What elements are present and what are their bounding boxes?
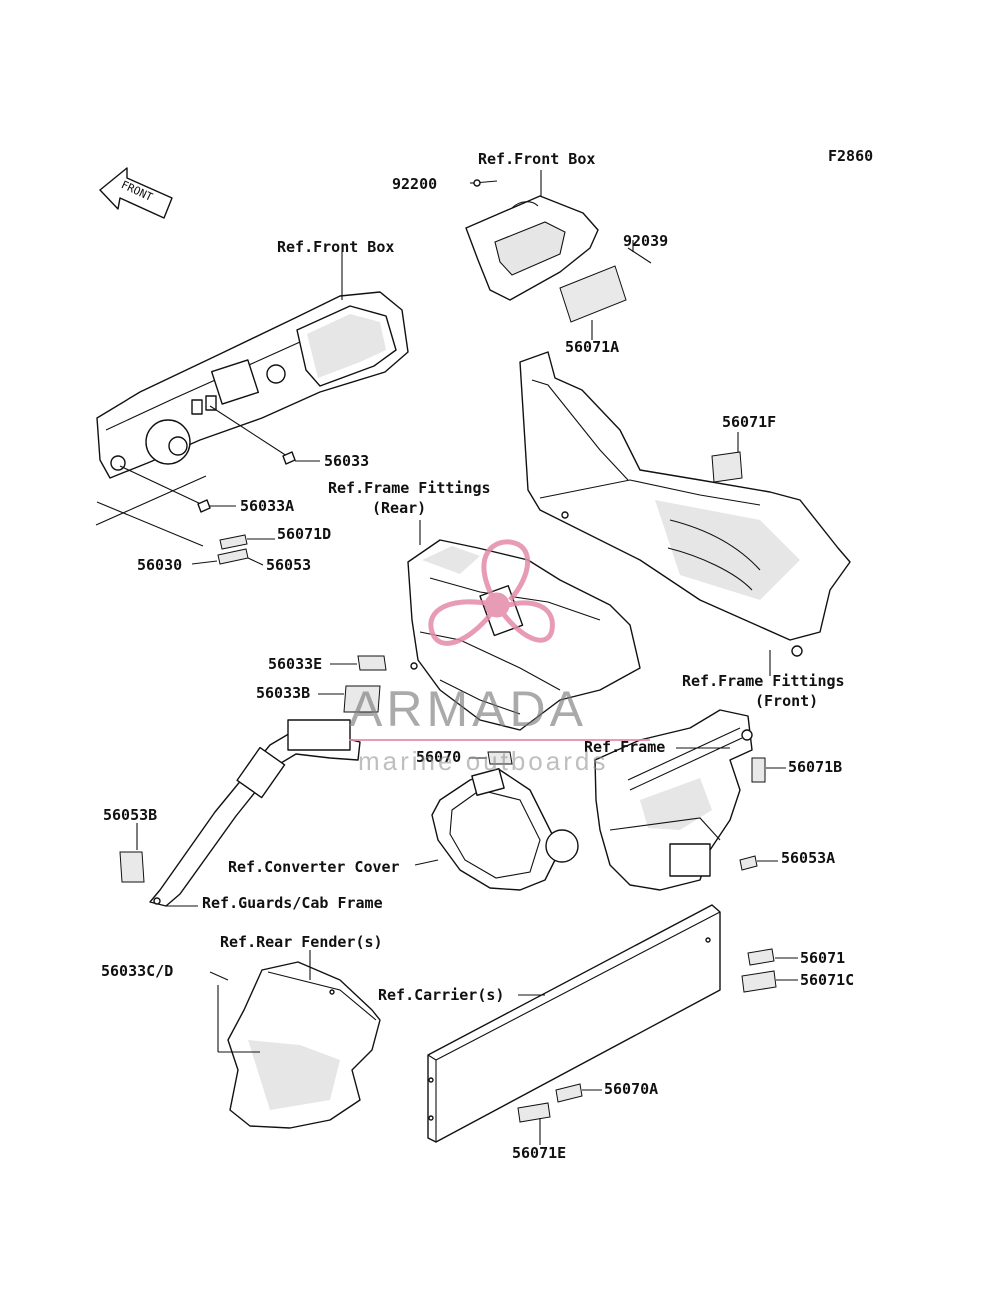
frame-assembly — [594, 709, 753, 891]
label-56071A: 56071A — [565, 338, 619, 356]
label-56033C-D: 56033C/D — [101, 962, 173, 980]
decal-56033B — [343, 685, 381, 713]
decal-56071D — [219, 534, 248, 550]
carrier-panel — [427, 904, 721, 1143]
label-56071E: 56071E — [512, 1144, 566, 1162]
label-56071F: 56071F — [722, 413, 776, 431]
label-ref-frame-fittings-rear-1: Ref.Frame Fittings — [328, 479, 491, 497]
label-92200: 92200 — [392, 175, 437, 193]
watermark-tagline: marine outboards — [358, 746, 608, 776]
92200-clip-icon — [473, 179, 481, 187]
guards-cab-frame — [149, 719, 361, 907]
label-ref-frame-fittings-front-1: Ref.Frame Fittings — [682, 672, 845, 690]
decal-56071A — [559, 265, 627, 323]
label-56053B: 56053B — [103, 806, 157, 824]
frame-fittings-front — [519, 351, 851, 657]
label-56071D: 56071D — [277, 525, 331, 543]
decal-56053 — [217, 548, 249, 565]
label-ref-frame-fittings-rear-2: (Rear) — [372, 499, 426, 517]
label-56071: 56071 — [800, 949, 845, 967]
label-56033: 56033 — [324, 452, 369, 470]
clip-56033A-icon — [197, 499, 211, 513]
label-56053: 56053 — [266, 556, 311, 574]
label-56053A: 56053A — [781, 849, 835, 867]
label-92039: 92039 — [623, 232, 668, 250]
decal-56070 — [487, 751, 513, 765]
watermark-name: ARMADA — [349, 681, 587, 737]
decal-56071 — [747, 948, 775, 966]
label-56033B: 56033B — [256, 684, 310, 702]
decal-56070A — [555, 1083, 583, 1103]
label-ref-guards-cab-frame: Ref.Guards/Cab Frame — [202, 894, 383, 912]
label-ref-frame: Ref.Frame — [584, 738, 665, 756]
converter-cover — [431, 768, 579, 891]
decal-56033C-D — [209, 971, 229, 981]
decal-56053A — [739, 855, 758, 871]
label-ref-front-box-top: Ref.Front Box — [478, 150, 595, 168]
watermark-logo: ARMADA marine outboards — [349, 539, 650, 776]
label-56033E: 56033E — [268, 655, 322, 673]
label-56030: 56030 — [137, 556, 182, 574]
label-56071B: 56071B — [788, 758, 842, 776]
decal-56071C — [741, 970, 777, 993]
front-arrow-icon: FRONT — [99, 167, 173, 219]
clip-56033-icon — [282, 451, 296, 465]
label-ref-frame-fittings-front-2: (Front) — [755, 692, 818, 710]
front-box-lid — [465, 195, 599, 301]
decal-56053B — [119, 851, 145, 883]
label-ref-front-box-left: Ref.Front Box — [277, 238, 394, 256]
decal-56071E — [517, 1102, 551, 1123]
figure-id: F2860 — [828, 147, 873, 165]
decal-56071F — [711, 451, 743, 483]
rivet-92039 — [627, 247, 652, 264]
label-56071C: 56071C — [800, 971, 854, 989]
propeller-logo-icon — [428, 539, 555, 646]
rear-fender — [227, 961, 381, 1129]
label-ref-carriers: Ref.Carrier(s) — [378, 986, 504, 1004]
label-ref-rear-fenders: Ref.Rear Fender(s) — [220, 933, 383, 951]
decal-56033E — [357, 655, 387, 671]
decal-56071B — [751, 757, 766, 783]
label-ref-converter-cover: Ref.Converter Cover — [228, 858, 400, 876]
dashboard-panel — [96, 291, 409, 479]
label-56070A: 56070A — [604, 1080, 658, 1098]
label-56070: 56070 — [416, 748, 461, 766]
label-56033A: 56033A — [240, 497, 294, 515]
